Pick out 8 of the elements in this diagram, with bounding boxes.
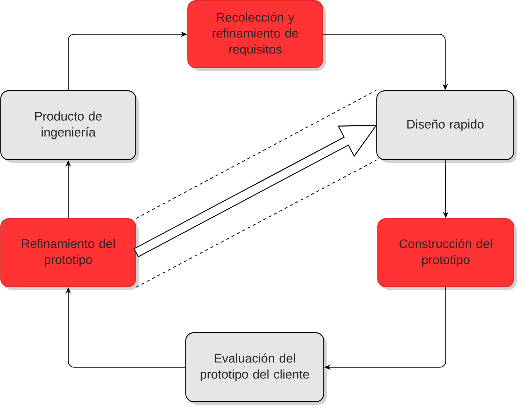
process-box: Diseño rapido — [376, 90, 517, 163]
process-box: Refinamiento del prototipo — [0, 218, 139, 290]
process-box: Recolección y refinamiento de requisitos — [188, 0, 326, 71]
dashed-line — [136, 160, 377, 288]
process-box: Construcción del prototipo — [378, 218, 517, 290]
process-box: Evaluación del prototipo del cliente — [186, 332, 327, 405]
process-box: Producto de ingeniería — [0, 90, 139, 163]
dashed-line — [136, 90, 377, 219]
